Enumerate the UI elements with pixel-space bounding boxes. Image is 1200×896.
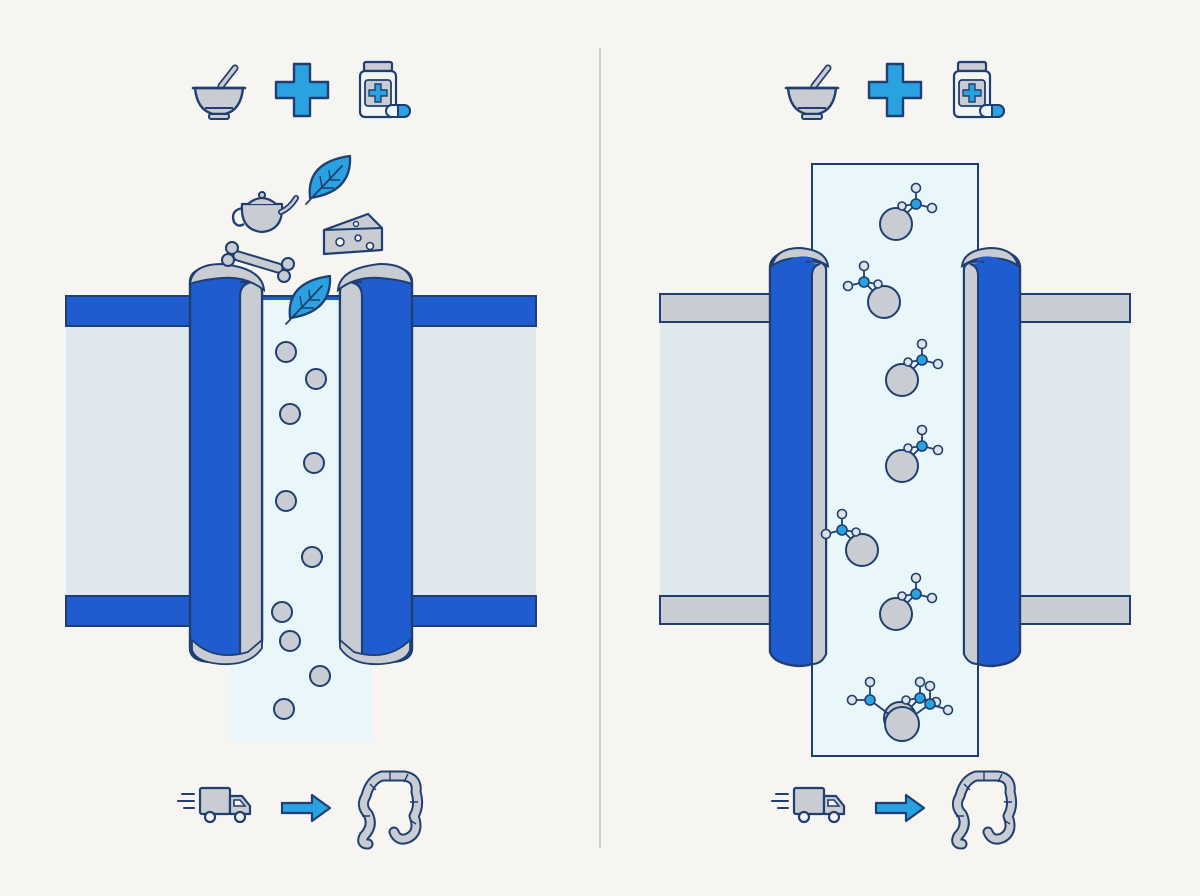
particle [279,403,301,425]
particle [303,452,325,474]
mortar-pestle-icon [193,68,245,119]
delivery-truck-icon [770,786,846,824]
right-panel [659,60,1131,844]
delivery-truck-icon [176,786,252,824]
arrow-right-icon [280,793,332,823]
cheese-icon [322,212,384,256]
particle-stream [271,341,331,720]
arrow-right-icon [874,793,926,823]
intestine-icon [956,772,1012,844]
medical-cross-icon [274,62,330,118]
molecule-stream [820,182,954,742]
particle [305,368,327,390]
particle [275,341,297,363]
mortar-pestle-icon [786,68,838,119]
channel-wall-right [336,262,414,666]
particle [271,601,293,623]
particle [279,630,301,652]
intestine-icon [362,772,418,844]
channel-wall-left [768,246,830,668]
medicine-bottle-icon [952,60,1006,119]
leaf-icon [304,154,352,206]
particle [309,665,331,687]
particle [275,490,297,512]
molecule-cluster [846,676,954,742]
channel-wall-right [960,246,1022,668]
medical-cross-icon [867,62,923,118]
left-panel [65,60,537,844]
channel-wall-left [188,262,266,666]
particle [301,546,323,568]
medicine-bottle-icon [358,60,412,119]
teapot-icon [233,192,296,232]
particle [273,698,295,720]
